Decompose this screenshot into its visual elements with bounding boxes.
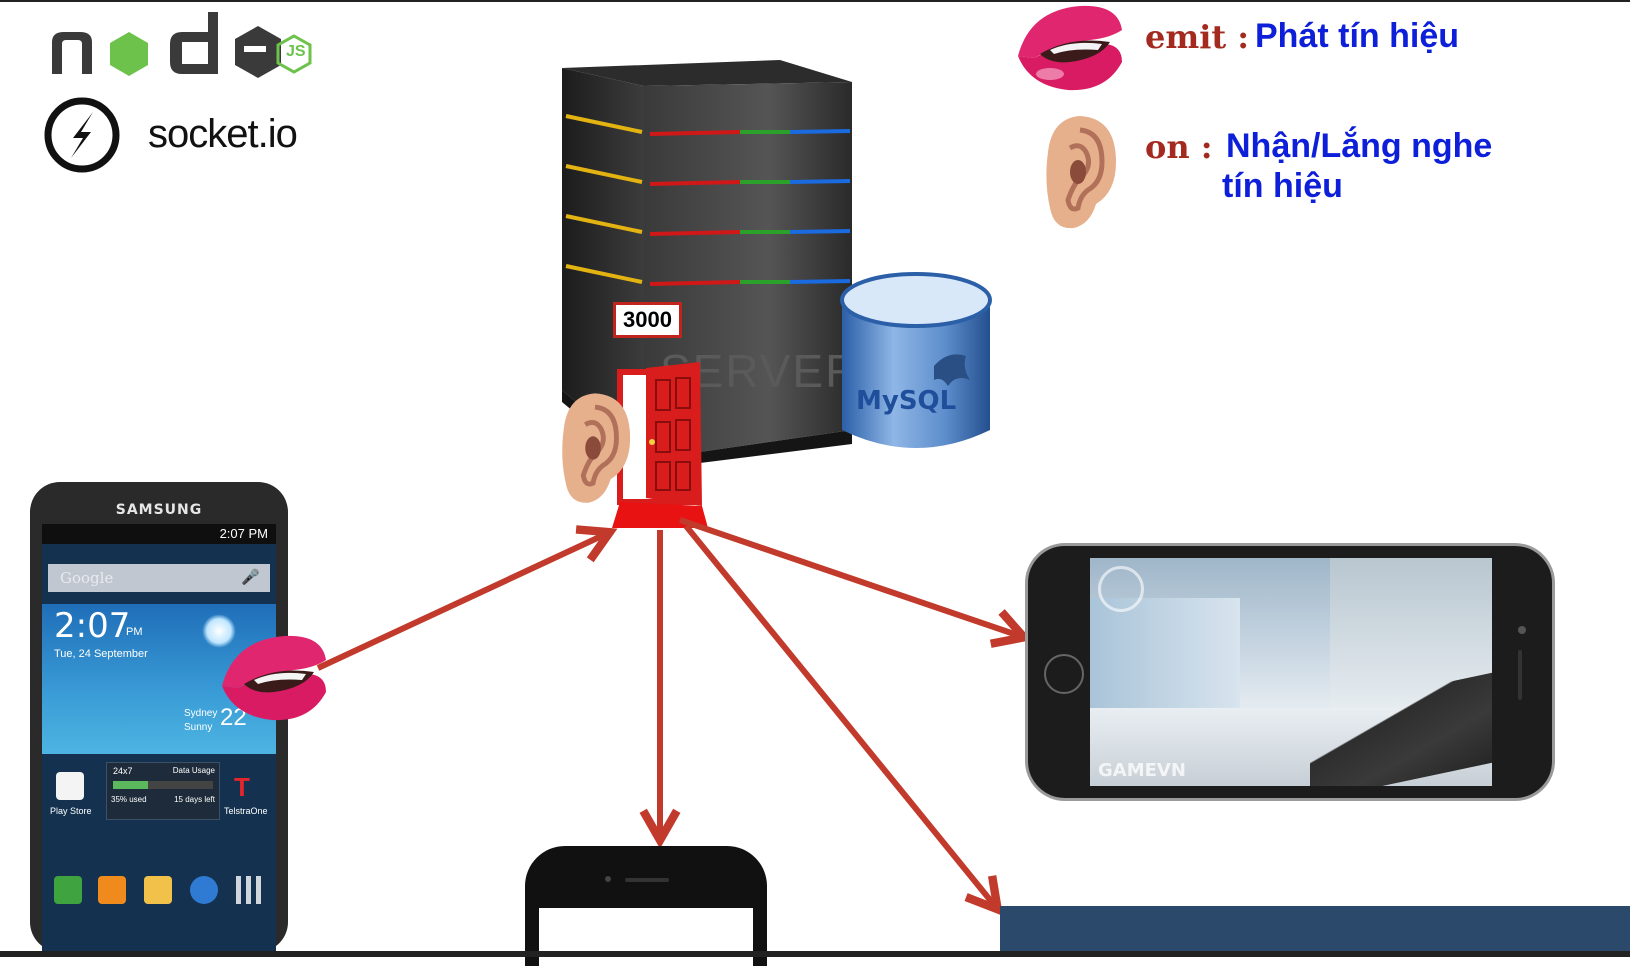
apps-grid-icon[interactable]	[236, 876, 264, 904]
play-store-label: Play Store	[50, 806, 92, 816]
arrow-server-to-tablet	[683, 524, 995, 906]
nodejs-logo-graphic	[52, 12, 312, 78]
legend-emit-description: Phát tín hiệu	[1255, 17, 1459, 55]
browser-app-icon[interactable]	[190, 876, 218, 904]
server-ear	[556, 388, 634, 513]
google-label: Google	[60, 569, 114, 587]
speaker-right	[1518, 650, 1522, 700]
clock-suffix: PM	[126, 626, 143, 638]
telstra-icon[interactable]: T	[234, 772, 250, 802]
legend-emit-keyword: emit :	[1145, 18, 1250, 56]
widget-days-left: 15 days left	[174, 795, 215, 804]
ear-icon-legend	[1040, 112, 1120, 237]
ice-wall-left	[1090, 598, 1240, 718]
dock	[46, 876, 272, 912]
mouth-icon-legend	[1010, 0, 1128, 105]
legend-on-description-line1: Nhận/Lắng nghe	[1226, 127, 1493, 165]
usage-bar-track	[113, 781, 213, 789]
socketio-icon	[44, 97, 120, 173]
widget-usage-label: Data Usage	[172, 766, 215, 775]
port-badge: 3000	[613, 302, 682, 338]
nodejs-badge: JS	[286, 43, 306, 60]
nodejs-logo: JS node	[48, 6, 318, 86]
mysql-label: MySQL	[856, 386, 957, 416]
usage-bar-fill	[113, 781, 148, 789]
clock-date: Tue, 24 September	[54, 648, 148, 660]
mouth-icon-phone	[222, 635, 326, 721]
top-border	[0, 0, 1630, 2]
microphone-icon[interactable]: 🎤	[241, 569, 260, 586]
database-icon	[840, 272, 992, 448]
legend-on-keyword: on :	[1145, 128, 1213, 166]
telstra-label: TelstraOne	[224, 806, 268, 816]
bottom-border	[0, 951, 1630, 957]
game-screen: GAMEVN	[1090, 558, 1492, 786]
weather-city: Sydney	[184, 708, 218, 719]
server-graphic	[562, 60, 852, 470]
mysql-database: MySQL	[838, 270, 994, 471]
socketio-logo	[43, 96, 121, 179]
mouth-icon	[1018, 5, 1122, 91]
game-control-icon[interactable]	[1098, 566, 1144, 612]
phone-left-mouth	[214, 630, 332, 735]
server-tower: SERVER	[560, 60, 860, 475]
phone-bottom-screen	[539, 908, 753, 968]
phone-screen: 2:07 PM Google 🎤 2:07 PM Tue, 24 Septemb…	[42, 524, 276, 952]
contacts-app-icon[interactable]	[98, 876, 126, 904]
status-time: 2:07 PM	[219, 526, 268, 541]
clock-time: 2:07	[54, 606, 131, 646]
phone-brand: SAMSUNG	[115, 502, 203, 518]
play-store-icon[interactable]	[56, 772, 84, 800]
ear-icon-server	[562, 393, 631, 503]
phone-right: GAMEVN	[1025, 543, 1555, 801]
socketio-wordmark: socket.io	[148, 112, 298, 156]
phone-bottom	[525, 846, 767, 968]
speaker-grille	[625, 878, 669, 882]
status-bar: 2:07 PM	[42, 524, 276, 544]
legend-on-description-line2: tín hiệu	[1222, 167, 1343, 205]
home-button[interactable]	[1044, 654, 1084, 694]
ear-icon	[1046, 116, 1116, 229]
messages-app-icon[interactable]	[144, 876, 172, 904]
sun-icon	[202, 614, 236, 648]
game-watermark: GAMEVN	[1098, 760, 1186, 781]
widget-used: 35% used	[111, 795, 147, 804]
arrow-phone-left-to-server	[316, 534, 606, 671]
weather-condition: Sunny	[184, 722, 213, 733]
phone-app-icon[interactable]	[54, 876, 82, 904]
google-search-bar[interactable]: Google 🎤	[48, 564, 270, 592]
widget-title: 24x7	[113, 766, 133, 776]
phone-left: SAMSUNG 2:07 PM Google 🎤 2:07 PM Tue, 24…	[30, 482, 288, 952]
front-camera	[605, 876, 611, 882]
data-usage-widget[interactable]: 24x7 Data Usage 35% used 15 days left	[106, 762, 220, 820]
arrow-server-to-phone-right	[679, 517, 1020, 636]
front-camera-right	[1518, 626, 1526, 634]
tablet-edge	[1000, 906, 1630, 957]
